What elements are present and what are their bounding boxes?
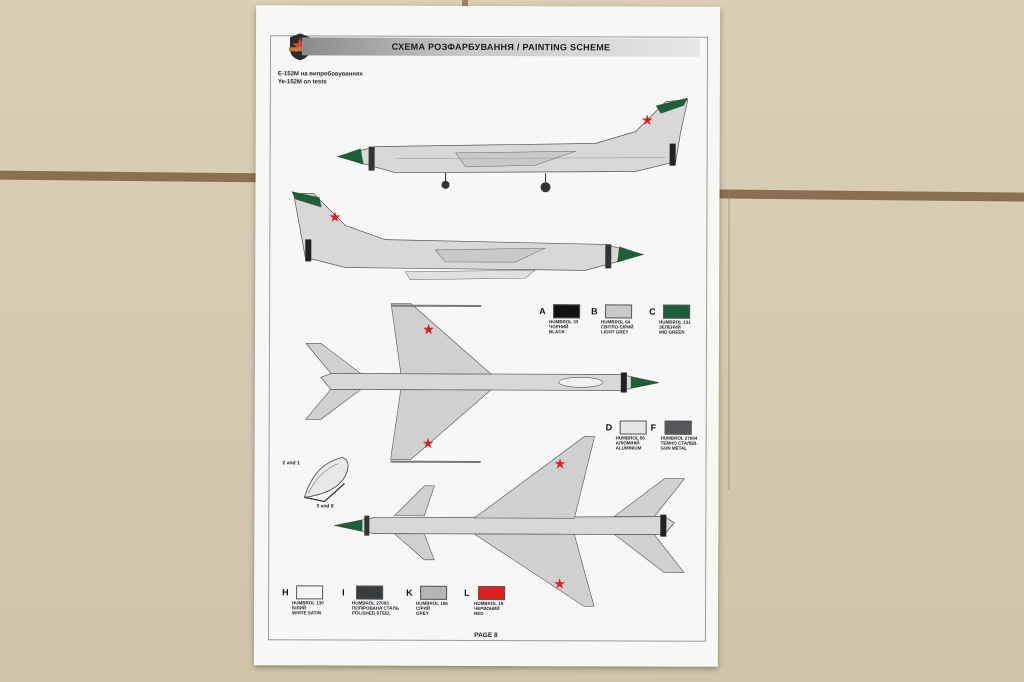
instruction-sheet: СХЕМА РОЗФАРБУВАННЯ / PAINTING SCHEME E-… <box>253 5 721 667</box>
red-star-icon <box>641 114 653 126</box>
header-banner: СХЕМА РОЗФАРБУВАННЯ / PAINTING SCHEME <box>301 37 701 57</box>
red-star-icon <box>329 211 341 222</box>
aircraft-side-view-left <box>291 191 645 280</box>
floor-grout-line <box>462 0 468 8</box>
canopy-note-bottom: 3 and 8 <box>316 503 334 510</box>
red-star-icon <box>554 458 566 469</box>
aircraft-top-view <box>305 303 659 463</box>
red-star-icon <box>422 437 434 449</box>
page-title: СХЕМА РОЗФАРБУВАННЯ / PAINTING SCHEME <box>391 41 611 53</box>
caption-ua: E-152M на випробовуваннях <box>277 71 363 78</box>
aircraft-bottom-view <box>334 436 686 607</box>
canopy-detail-illustration <box>303 457 349 503</box>
floor-grout-line <box>728 190 730 490</box>
red-star-icon <box>554 578 566 589</box>
canopy-note-top: 2 and 1 <box>282 460 300 467</box>
red-star-icon <box>423 323 435 335</box>
caption-en: Ye-152M on tests <box>277 79 327 86</box>
aircraft-side-view-right <box>336 97 689 193</box>
